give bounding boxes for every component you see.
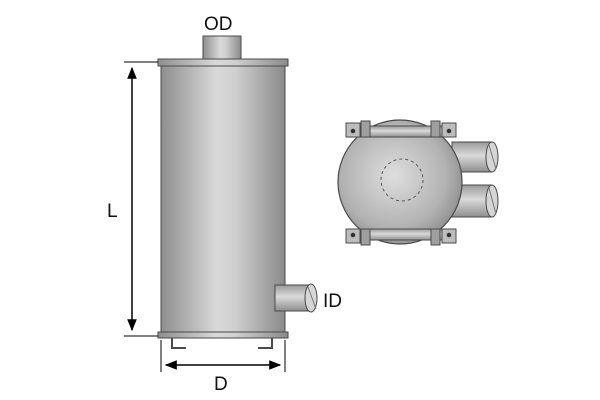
- top-rim: [157, 58, 289, 67]
- hidden-outlet-circle: [380, 158, 424, 202]
- label-d: D: [214, 374, 228, 395]
- bottom-rim: [157, 331, 289, 339]
- dimension-length: [124, 61, 158, 337]
- mount-foot-right: [258, 338, 273, 349]
- muffler-body: [160, 65, 286, 333]
- label-od: OD: [204, 14, 233, 35]
- label-l: L: [107, 201, 118, 222]
- dimension-diameter: [160, 340, 286, 372]
- top-body: [337, 119, 463, 245]
- inlet-pipe-end: [304, 283, 318, 313]
- top-view: [337, 119, 499, 246]
- outlet-pipe: [202, 35, 242, 61]
- label-id: ID: [323, 291, 342, 312]
- side-view: [157, 35, 318, 349]
- mount-foot-left: [171, 338, 186, 349]
